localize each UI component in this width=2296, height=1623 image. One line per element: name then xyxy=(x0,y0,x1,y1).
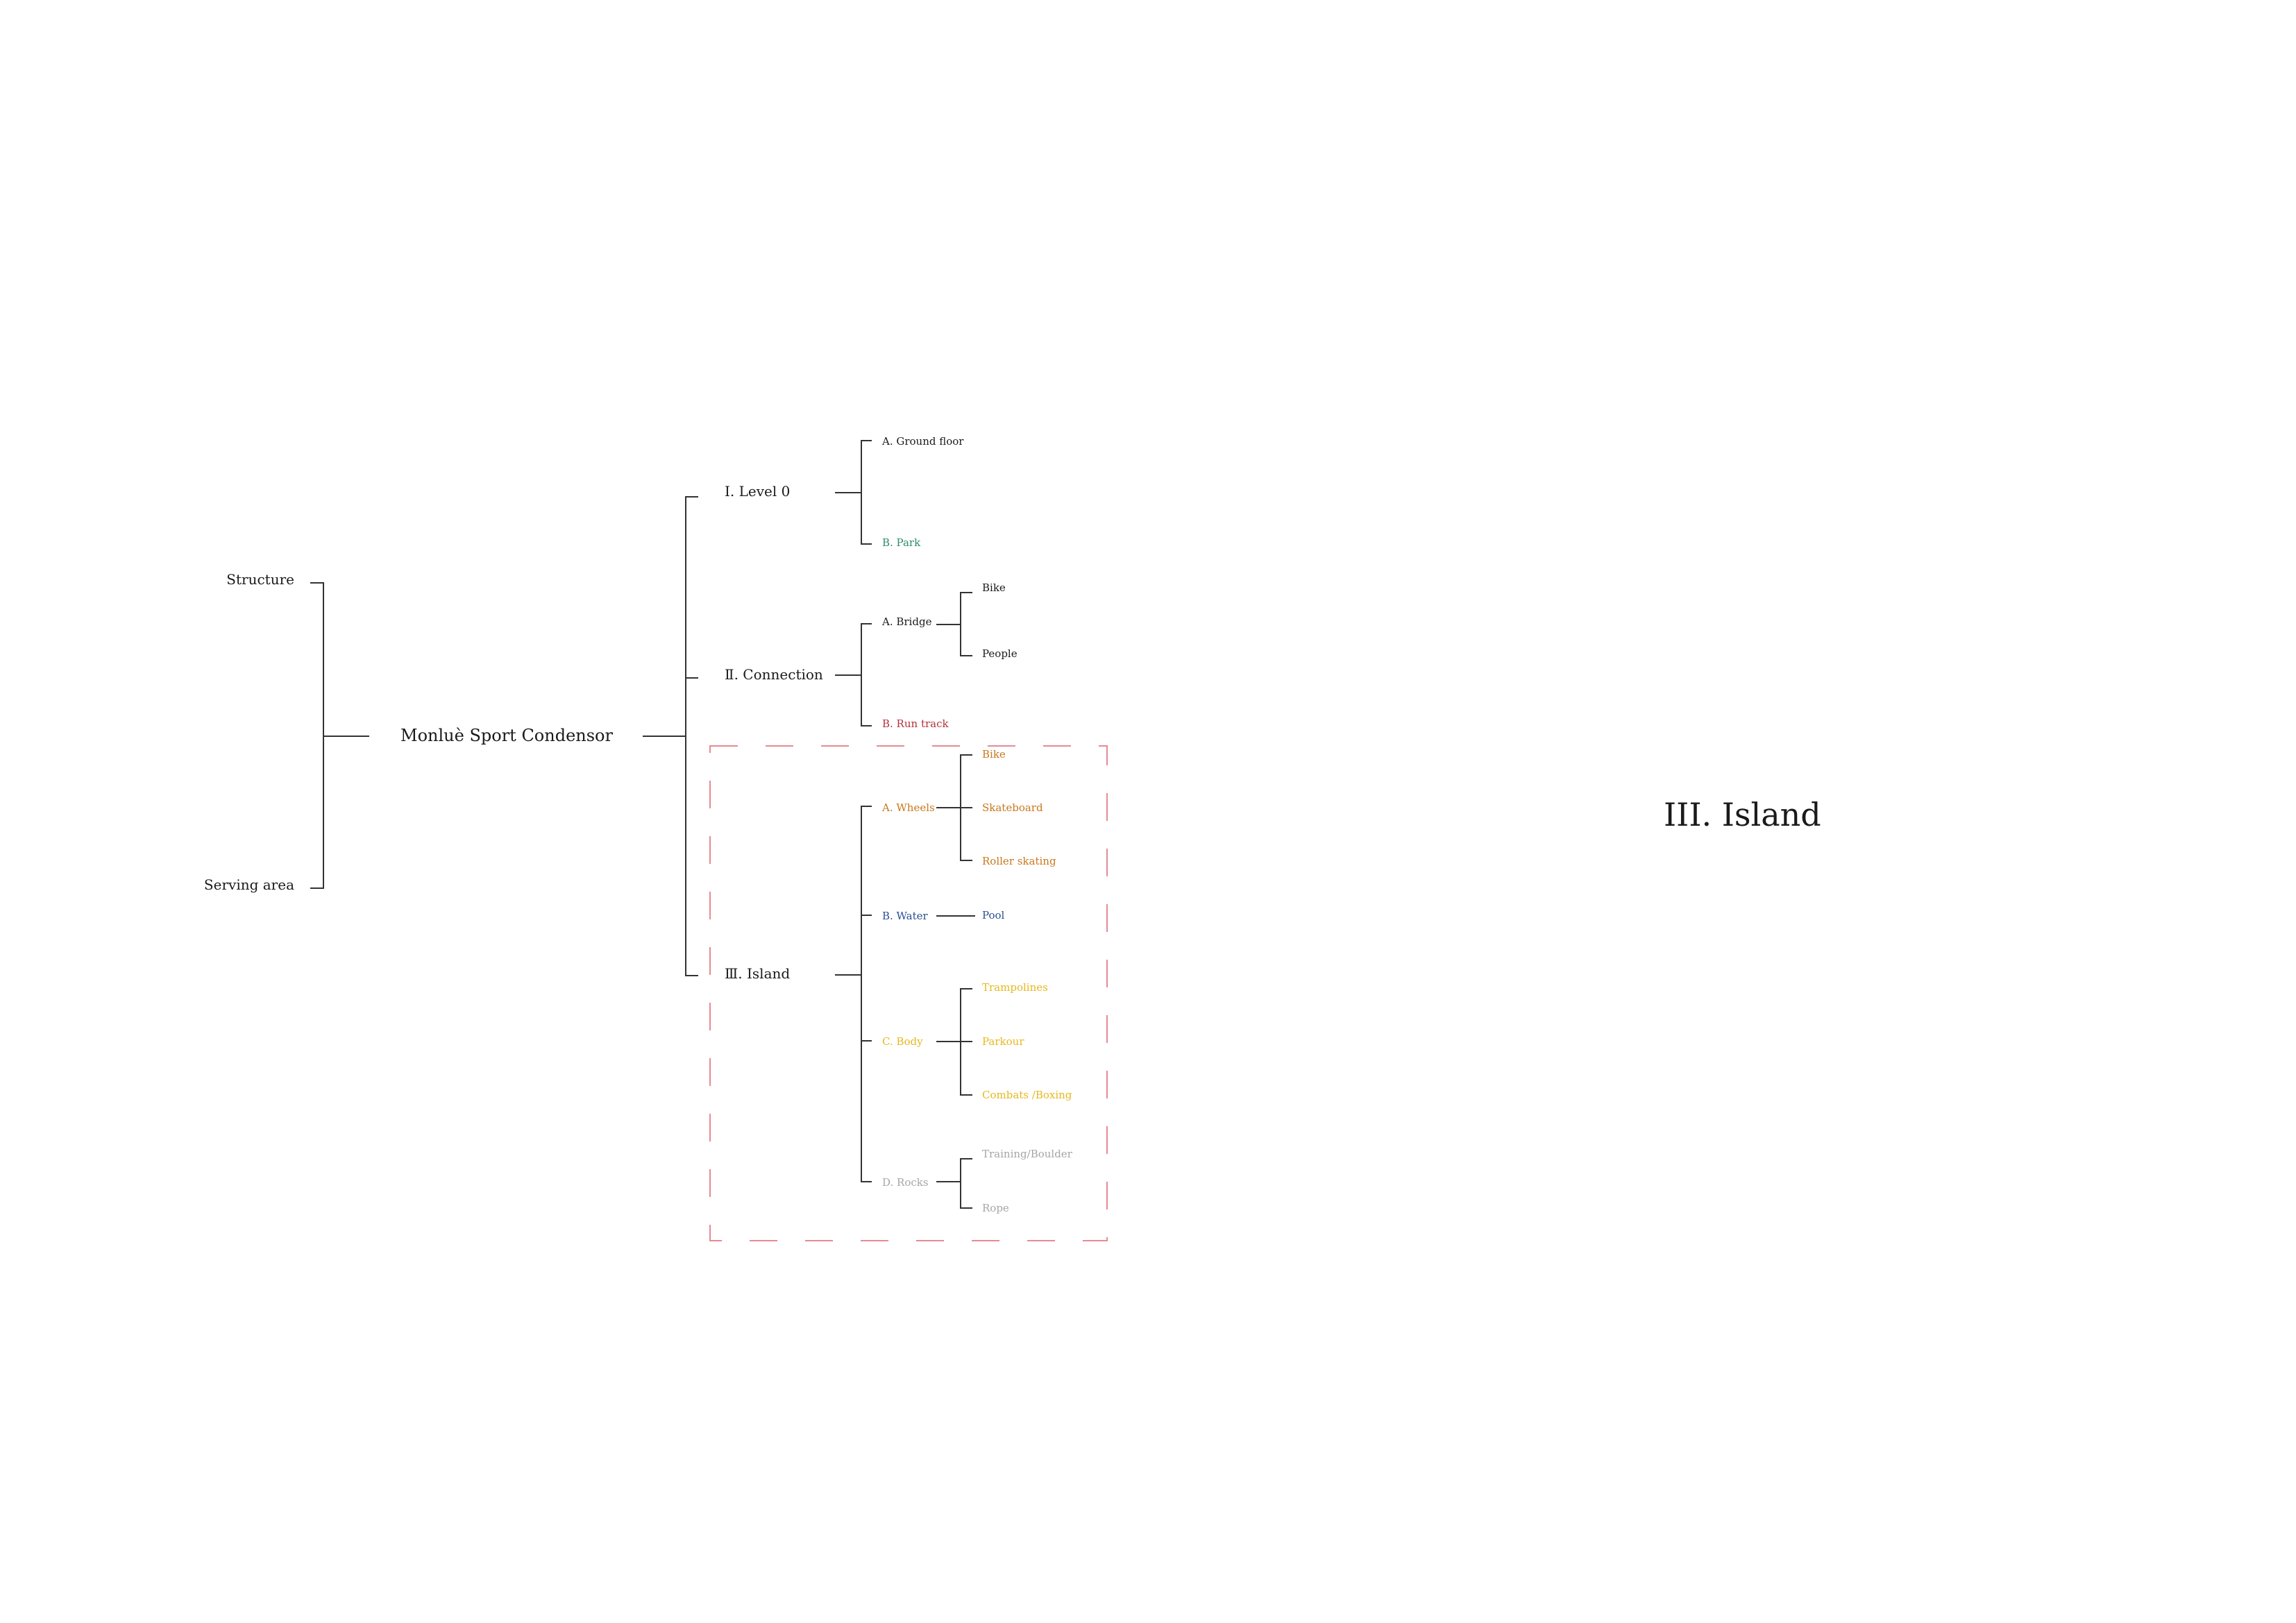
rocks-label: D. Rocks xyxy=(882,1176,929,1189)
body-child-combats-boxing: Combats /Boxing xyxy=(982,1089,1072,1101)
bridge-child-people: People xyxy=(982,647,1018,660)
bridge-child-bike: Bike xyxy=(982,581,1006,594)
side-title: III. Island xyxy=(1664,796,1821,833)
park-label: B. Park xyxy=(882,536,921,549)
ground-floor-label: A. Ground floor xyxy=(881,435,964,448)
body-label: C. Body xyxy=(882,1035,923,1048)
connection-bracket xyxy=(861,623,872,726)
connector-lines xyxy=(310,440,975,1209)
body-child-parkour: Parkour xyxy=(982,1035,1024,1048)
left-bracket xyxy=(310,582,324,889)
rocks-bracket xyxy=(960,1158,972,1209)
wheels-label: A. Wheels xyxy=(881,801,935,814)
serving-area-label: Serving area xyxy=(204,876,294,893)
water-label: B. Water xyxy=(882,910,929,922)
rocks-child-rope: Rope xyxy=(982,1202,1009,1214)
island-bracket xyxy=(861,806,872,1182)
bridge-label: A. Bridge xyxy=(881,615,932,628)
structure-label: Structure xyxy=(226,571,294,588)
wheels-child-roller-skating: Roller skating xyxy=(982,855,1056,867)
wheels-child-skateboard: Skateboard xyxy=(982,801,1043,814)
water-child-pool: Pool xyxy=(982,909,1005,921)
bridge-bracket xyxy=(960,592,972,656)
run-track-label: B. Run track xyxy=(882,717,949,730)
connection-label: Ⅱ. Connection xyxy=(725,666,823,683)
main-branch-bracket xyxy=(685,496,698,976)
body-child-trampolines: Trampolines xyxy=(982,981,1048,994)
root-label: Monluè Sport Condensor xyxy=(400,726,614,745)
wheels-child-bike: Bike xyxy=(982,748,1006,760)
level0-label: Ⅰ. Level 0 xyxy=(725,483,790,500)
level0-bracket xyxy=(861,440,872,545)
island-label: Ⅲ. Island xyxy=(725,965,790,982)
rocks-child-training-boulder: Training/Boulder xyxy=(982,1148,1073,1160)
